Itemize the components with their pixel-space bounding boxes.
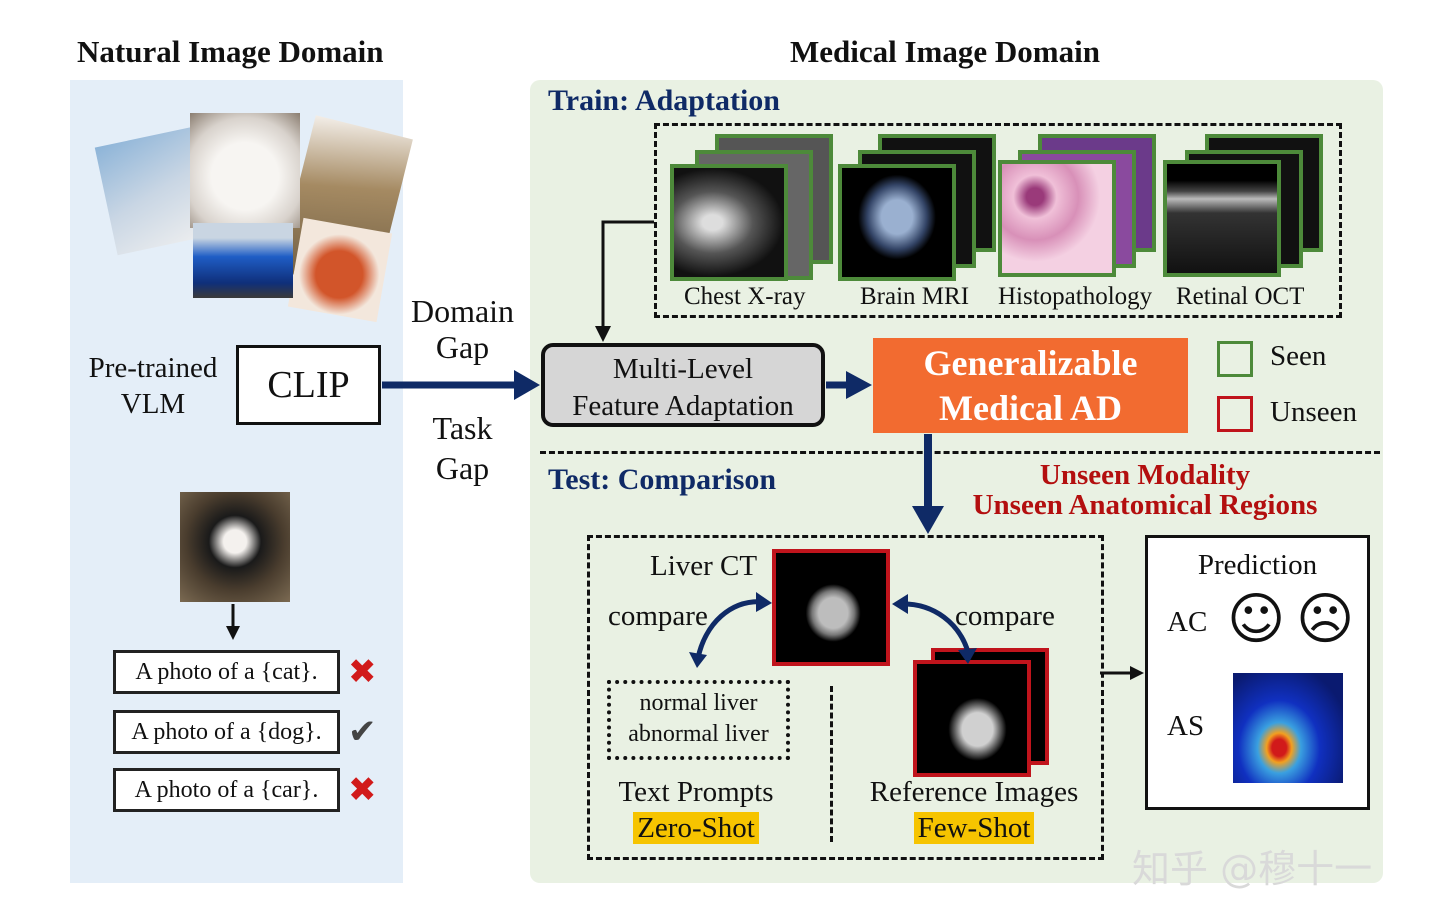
medical-domain-heading: Medical Image Domain <box>790 34 1100 69</box>
clip-box: CLIP <box>236 345 381 425</box>
photo-to-prompts-arrow <box>226 604 240 640</box>
unseen-legend-label: Unseen <box>1270 396 1357 428</box>
histopathology-image <box>998 160 1116 277</box>
train-label: Train: Adaptation <box>548 84 780 117</box>
domain-gap-line2: Gap <box>435 329 490 365</box>
border-collie-photo <box>180 492 290 602</box>
reference-title: Reference Images <box>869 776 1079 808</box>
modality-label-chest-xray: Chest X-ray <box>684 283 806 310</box>
natural-image-collage <box>94 105 413 335</box>
as-label: AS <box>1167 710 1205 742</box>
text-prompt-line1: normal liver <box>639 690 758 716</box>
natural-domain-heading: Natural Image Domain <box>77 34 384 69</box>
cross-icon: ✖ <box>348 770 377 810</box>
test-to-prediction-arrow <box>1100 666 1144 680</box>
prompt-dog-text: A photo of a {dog}. <box>131 718 322 745</box>
text-prompt-line2: abnormal liver <box>628 721 769 747</box>
dog-photo <box>190 113 300 228</box>
prompt-car-text: A photo of a {car}. <box>134 776 319 803</box>
adaptation-to-result-arrow <box>826 371 872 399</box>
zero-shot-label: Zero-Shot <box>596 812 796 845</box>
prompt-cat: A photo of a {cat}. <box>113 650 340 694</box>
vlm-label-line2: VLM <box>120 388 186 420</box>
generalizable-ad-box: Generalizable Medical AD <box>873 338 1188 433</box>
train-modality-box <box>654 123 1342 318</box>
watermark: 知乎 @穆十一 <box>1132 847 1373 891</box>
task-gap-line1: Task <box>432 410 493 446</box>
unseen-note: Unseen Modality Unseen Anatomical Region… <box>945 460 1345 520</box>
few-shot-label: Few-Shot <box>858 812 1090 845</box>
prompt-cat-text: A photo of a {cat}. <box>135 658 318 685</box>
liver-ct-image <box>772 549 890 666</box>
clip-label: CLIP <box>267 364 350 406</box>
adaptation-line2: Feature Adaptation <box>572 390 794 422</box>
reference-image <box>913 660 1031 777</box>
compare-left-label: compare <box>608 600 708 632</box>
text-prompts-title: Text Prompts <box>618 776 774 808</box>
test-comparison-box <box>587 535 1104 860</box>
domain-gap-label: Domain Gap <box>400 293 525 365</box>
chest-xray-image <box>670 164 788 281</box>
vlm-label-line1: Pre-trained <box>88 352 218 384</box>
retinal-oct-image <box>1163 160 1281 277</box>
result-line1: Generalizable <box>923 343 1138 383</box>
test-label: Test: Comparison <box>548 463 777 496</box>
cross-icon: ✖ <box>348 652 377 692</box>
car-photo <box>193 223 293 298</box>
brain-mri-image <box>838 164 956 281</box>
compare-right-arrow <box>892 594 977 664</box>
modality-label-retinal-oct: Retinal OCT <box>1176 283 1305 310</box>
unseen-note-line2: Unseen Anatomical Regions <box>972 489 1318 521</box>
clip-to-adaptation-arrow <box>382 370 540 400</box>
unseen-note-line1: Unseen Modality <box>1039 459 1251 491</box>
liver-ct-label: Liver CT <box>650 550 758 582</box>
few-shot-highlight: Few-Shot <box>913 812 1035 844</box>
seen-legend-swatch <box>1217 341 1253 377</box>
zero-shot-highlight: Zero-Shot <box>633 812 759 844</box>
prompt-car: A photo of a {car}. <box>113 768 340 812</box>
compare-left-arrow <box>689 592 772 668</box>
task-gap-line2: Gap <box>435 450 490 486</box>
sad-face-icon: ☹ <box>1296 587 1355 652</box>
test-inner-divider <box>830 686 833 842</box>
prediction-title: Prediction <box>1197 549 1318 581</box>
domain-gap-line1: Domain <box>410 293 515 329</box>
train-to-adaptation-arrow <box>595 220 654 342</box>
check-icon: ✔ <box>348 712 377 752</box>
adaptation-line1: Multi-Level <box>612 353 754 385</box>
happy-face-icon: ☺ <box>1227 587 1286 652</box>
result-line2: Medical AD <box>939 388 1122 428</box>
task-gap-label: Task Gap <box>400 408 525 488</box>
modality-label-histopathology: Histopathology <box>998 283 1153 310</box>
result-to-test-arrow <box>912 434 944 534</box>
anomaly-heatmap <box>1233 673 1343 783</box>
prompt-dog: A photo of a {dog}. <box>113 710 340 754</box>
seen-legend-label: Seen <box>1270 340 1327 372</box>
ac-label: AC <box>1167 606 1208 638</box>
unseen-legend-swatch <box>1217 396 1253 432</box>
text-prompt-box: normal liver abnormal liver <box>607 680 790 760</box>
feature-adaptation-box: Multi-Level Feature Adaptation <box>541 343 825 427</box>
compare-right-label: compare <box>955 600 1055 632</box>
vlm-label: Pre-trained VLM <box>78 350 228 422</box>
train-test-divider <box>540 451 1380 454</box>
modality-label-brain-mri: Brain MRI <box>860 283 970 310</box>
